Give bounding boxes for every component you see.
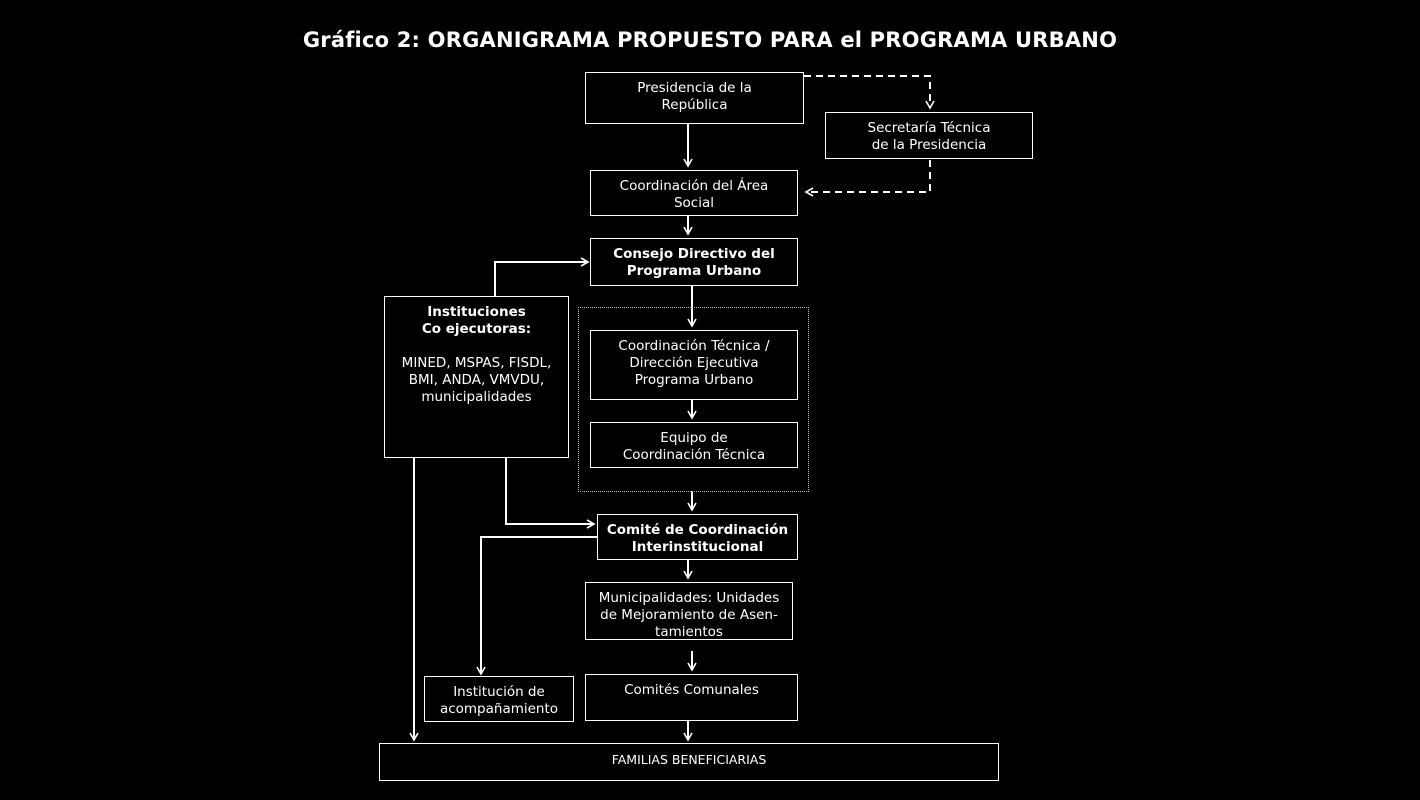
node-institucion-acompanamiento: Institución de acompañamiento <box>424 676 574 722</box>
node-familias-beneficiarias-label: FAMILIAS BENEFICIARIAS <box>611 752 767 767</box>
node-institucion-acompanamiento-label: Institución de acompañamiento <box>439 684 559 717</box>
node-instituciones-coejecutoras: Instituciones Co ejecutoras: MINED, MSPA… <box>384 296 569 458</box>
node-comite-coordinacion-label: Comité de Coordinación Interinstituciona… <box>606 522 789 555</box>
edge-secretaria-coord-area <box>804 160 931 197</box>
node-comites-comunales-label: Comités Comunales <box>624 682 759 698</box>
node-consejo-directivo-label: Consejo Directivo del Programa Urbano <box>613 246 775 279</box>
edge-instituciones-consejo <box>494 257 590 296</box>
node-presidencia: Presidencia de la República <box>585 72 804 124</box>
group-coordinacion-tecnica <box>578 307 809 492</box>
node-comite-coordinacion: Comité de Coordinación Interinstituciona… <box>597 514 798 560</box>
node-secretaria-label: Secretaría Técnica de la Presidencia <box>867 120 991 153</box>
node-comites-comunales: Comités Comunales <box>585 674 798 721</box>
node-familias-beneficiarias: FAMILIAS BENEFICIARIAS <box>379 743 999 781</box>
node-equipo-coordinacion: Equipo de Coordinación Técnica <box>590 422 798 468</box>
edge-comite-acompanamiento <box>476 536 597 676</box>
node-coordinacion-tecnica: Coordinación Técnica / Dirección Ejecuti… <box>590 330 798 400</box>
node-presidencia-label: Presidencia de la República <box>637 80 752 113</box>
node-consejo-directivo: Consejo Directivo del Programa Urbano <box>590 238 798 286</box>
node-instituciones-list: MINED, MSPAS, FISDL, BMI, ANDA, VMVDU, m… <box>401 355 552 405</box>
node-coordinacion-area-social: Coordinación del Área Social <box>590 170 798 216</box>
node-instituciones-heading: Instituciones Co ejecutoras: <box>421 304 532 337</box>
node-coordinacion-area-social-label: Coordinación del Área Social <box>619 178 769 211</box>
node-municipalidades: Municipalidades: Unidades de Mejoramient… <box>585 582 793 640</box>
chart-title: Gráfico 2: ORGANIGRAMA PROPUESTO PARA el… <box>302 28 1118 52</box>
edge-instituciones-comite <box>505 458 596 529</box>
edge-presidencia-secretaria <box>804 75 935 110</box>
node-secretaria: Secretaría Técnica de la Presidencia <box>825 112 1033 159</box>
node-coordinacion-tecnica-label: Coordinación Técnica / Dirección Ejecuti… <box>618 338 770 388</box>
node-equipo-coordinacion-label: Equipo de Coordinación Técnica <box>622 430 766 463</box>
node-municipalidades-label: Municipalidades: Unidades de Mejoramient… <box>598 590 780 640</box>
